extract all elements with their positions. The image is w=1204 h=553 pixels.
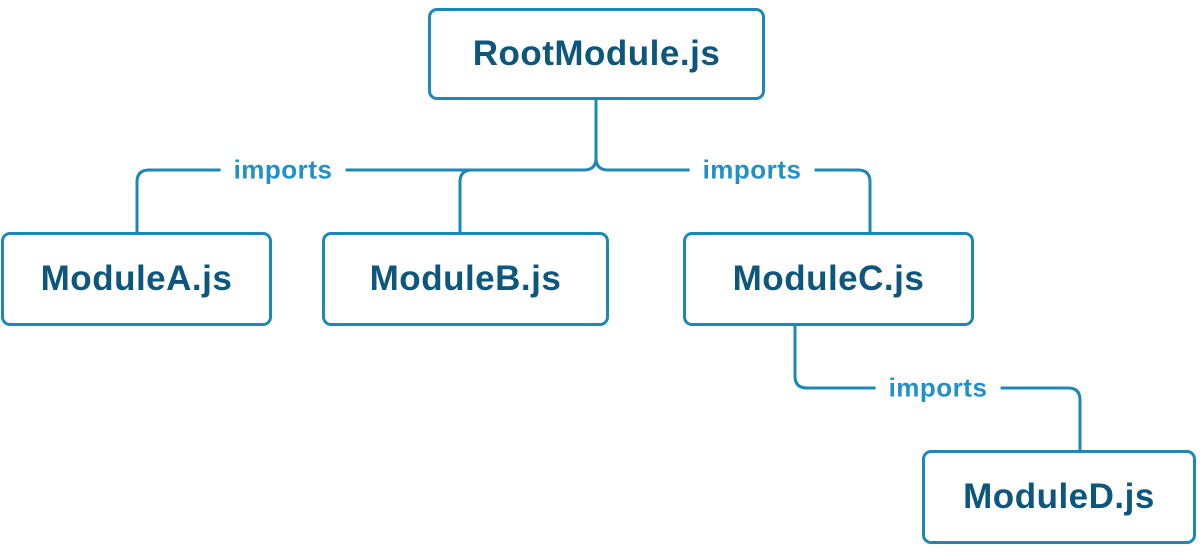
edge-root-to-module-b <box>458 168 473 232</box>
edge-label-imports-bottom: imports <box>875 372 1001 404</box>
edge-root-to-module-a <box>135 100 598 232</box>
node-module-d-label: ModuleD.js <box>963 477 1155 516</box>
node-module-c-label: ModuleC.js <box>732 259 925 298</box>
node-rootmodule: RootModule.js <box>428 8 765 100</box>
edge-label-imports-right: imports <box>689 154 815 186</box>
node-module-a: ModuleA.js <box>1 232 272 326</box>
node-module-c: ModuleC.js <box>683 232 974 326</box>
edge-label-imports-left: imports <box>220 154 346 186</box>
node-rootmodule-label: RootModule.js <box>472 34 721 73</box>
node-module-b: ModuleB.js <box>322 232 609 326</box>
node-module-a-label: ModuleA.js <box>40 259 233 298</box>
node-module-d: ModuleD.js <box>922 450 1196 544</box>
node-module-b-label: ModuleB.js <box>369 259 562 298</box>
